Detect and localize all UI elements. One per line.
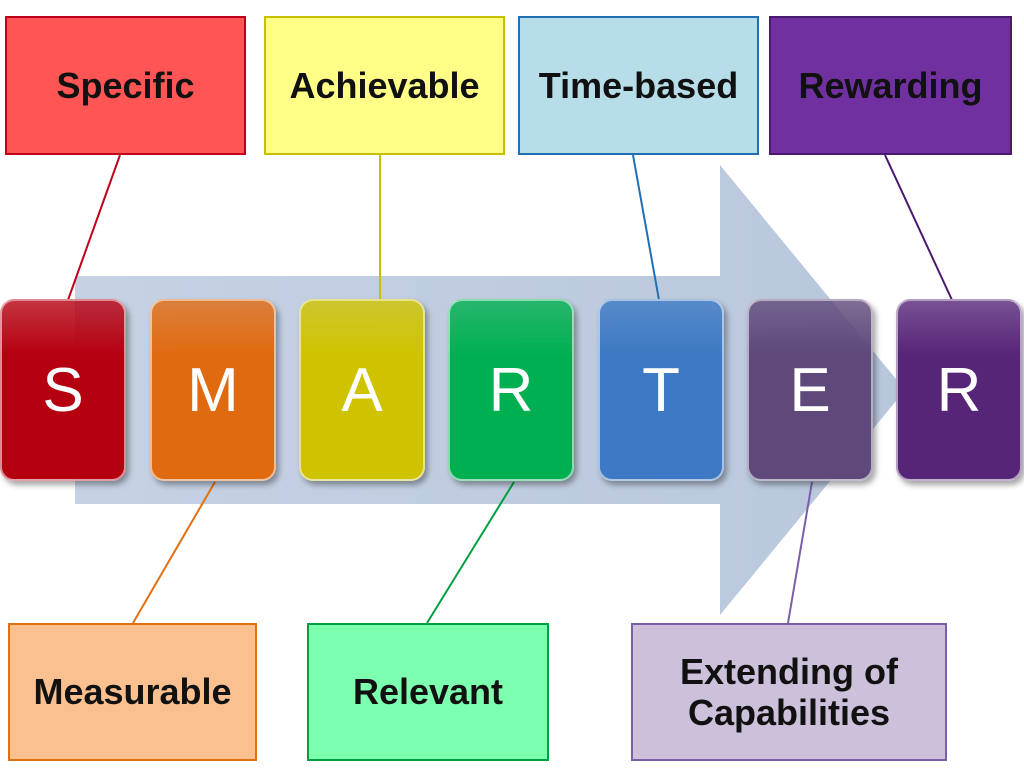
label-time-based: Time-based: [518, 16, 759, 155]
connector-time-based: [632, 154, 660, 301]
letter-r1: R: [488, 355, 534, 425]
letter-e: E: [789, 355, 831, 425]
label-specific: Specific: [5, 16, 246, 155]
letter-m: M: [187, 355, 239, 425]
label-specific-text: Specific: [56, 64, 195, 106]
label-rewarding-text: Rewarding: [798, 64, 983, 106]
letter-t: T: [642, 355, 680, 425]
label-achievable: Achievable: [264, 16, 505, 155]
label-extending-text: Extending of Capabilities: [680, 650, 898, 733]
connector-measurable: [132, 481, 216, 624]
label-measurable: Measurable: [8, 623, 257, 761]
letter-tile-s: S: [0, 299, 126, 481]
letter-tile-r2: R: [896, 299, 1022, 481]
connector-specific: [67, 154, 121, 301]
connector-rewarding: [884, 154, 953, 301]
label-extending-of-capabilities: Extending of Capabilities: [631, 623, 947, 761]
connector-extending: [787, 481, 813, 624]
label-relevant: Relevant: [307, 623, 549, 761]
letter-a: A: [341, 355, 383, 425]
letter-tile-a: A: [299, 299, 425, 481]
label-measurable-text: Measurable: [33, 671, 232, 713]
letter-tile-e: E: [747, 299, 873, 481]
connector-relevant: [426, 481, 515, 624]
label-achievable-text: Achievable: [289, 64, 480, 106]
letter-tile-r1: R: [448, 299, 574, 481]
label-time-based-text: Time-based: [538, 64, 739, 106]
letter-r2: R: [936, 355, 982, 425]
letter-tile-t: T: [598, 299, 724, 481]
letter-s: S: [42, 355, 84, 425]
label-relevant-text: Relevant: [352, 671, 504, 713]
label-rewarding: Rewarding: [769, 16, 1012, 155]
letter-tile-m: M: [150, 299, 276, 481]
